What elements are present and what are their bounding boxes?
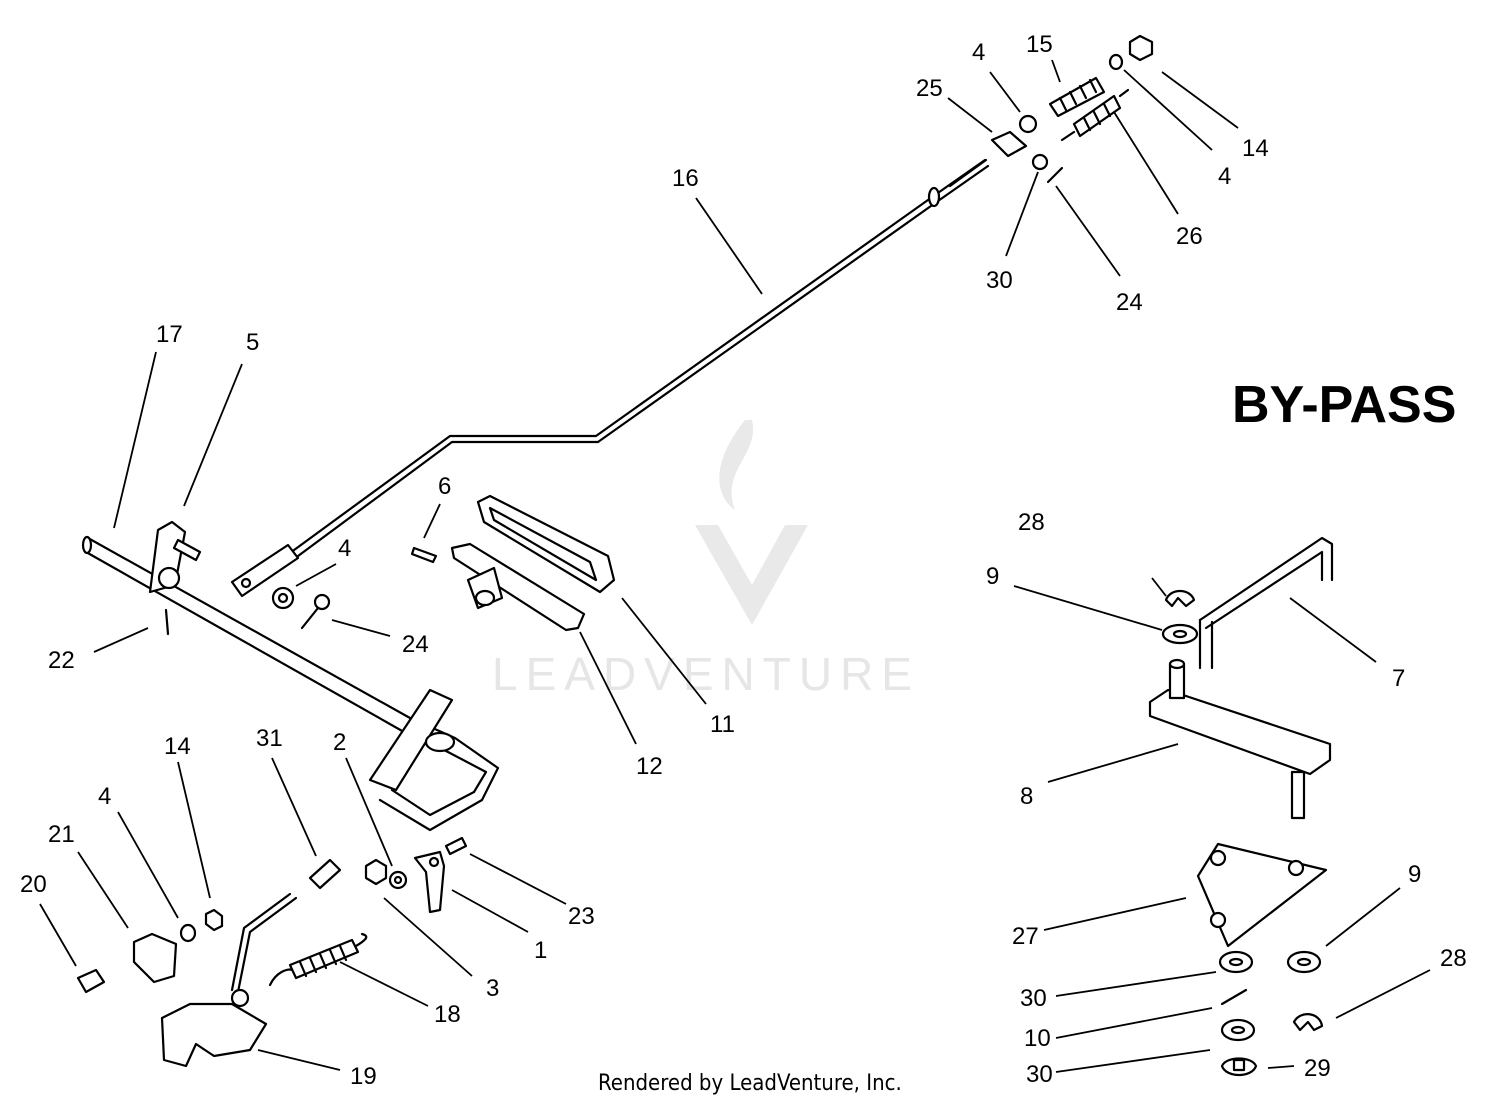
pin-24-top <box>1046 166 1064 184</box>
callout-3: 3 <box>486 975 499 1002</box>
callout-14-top: 14 <box>1242 135 1269 162</box>
hairpin-24-clevis <box>300 593 331 630</box>
callout-30-bottom: 30 <box>1026 1061 1053 1088</box>
washer-4-top-right <box>1108 53 1124 71</box>
nut-3 <box>364 858 388 886</box>
bracket-25 <box>990 130 1028 158</box>
pedal-pad-11 <box>476 494 616 594</box>
rod-7 <box>1198 536 1334 670</box>
callout-4-clevis: 4 <box>338 535 351 562</box>
bracket-1 <box>413 850 446 914</box>
callout-11: 11 <box>710 711 735 738</box>
callout-17: 17 <box>156 321 183 348</box>
clamp-21 <box>132 932 178 984</box>
pin-6 <box>410 546 438 564</box>
callout-30-top: 30 <box>986 267 1013 294</box>
callout-19: 19 <box>350 1063 377 1090</box>
spring-26 <box>1060 88 1130 142</box>
eclip-29 <box>1220 1057 1258 1077</box>
arm-8 <box>1148 658 1332 820</box>
watermark-text: LEADVENTURE <box>492 648 920 700</box>
callout-23: 23 <box>568 903 595 930</box>
nut-14-top <box>1128 34 1154 62</box>
leadventure-watermark-logo: LEADVENTURE <box>492 420 920 700</box>
pedal-12 <box>450 542 586 632</box>
spring-15 <box>1048 76 1106 118</box>
callout-25: 25 <box>916 75 943 102</box>
spacer-31 <box>308 858 342 890</box>
leader-lines <box>39 59 1431 1073</box>
callout-4-clamp: 4 <box>98 783 111 810</box>
rod-16 <box>230 158 990 598</box>
callout-26: 26 <box>1176 223 1203 250</box>
callout-28-bottom: 28 <box>1440 945 1467 972</box>
plate-27 <box>1196 842 1328 948</box>
callout-31: 31 <box>256 725 283 752</box>
eclip-28-top <box>1164 589 1196 608</box>
callout-30-mid: 30 <box>1020 985 1047 1012</box>
callout-4-top-right: 4 <box>1218 163 1231 190</box>
callout-22: 22 <box>48 647 75 674</box>
callout-16: 16 <box>672 165 699 192</box>
callout-15: 15 <box>1026 31 1053 58</box>
bolt-20 <box>76 968 106 994</box>
callout-12: 12 <box>636 753 663 780</box>
callout-4-top-left: 4 <box>972 39 985 66</box>
callout-1: 1 <box>534 937 547 964</box>
callout-27: 27 <box>1012 923 1039 950</box>
threaded-end <box>948 158 988 188</box>
callout-29: 29 <box>1304 1055 1331 1082</box>
callout-28-top: 28 <box>1018 509 1045 536</box>
callout-8: 8 <box>1020 783 1033 810</box>
pin-10 <box>1220 988 1248 1006</box>
washer-4-top-left <box>1018 114 1038 134</box>
callout-24-clevis: 24 <box>402 631 429 658</box>
callout-7: 7 <box>1392 665 1405 692</box>
callout-9-bottom: 9 <box>1408 861 1421 888</box>
bolt-23 <box>444 836 468 856</box>
lever-19 <box>160 892 298 1068</box>
washer-30-top <box>1031 153 1049 171</box>
callout-21: 21 <box>48 821 75 848</box>
callout-10: 10 <box>1024 1025 1051 1052</box>
callout-numbers: 1 2 3 4 4 4 4 5 6 7 8 9 9 10 11 12 14 14… <box>20 31 1467 1090</box>
eclip-28-bottom <box>1292 1013 1324 1032</box>
render-credit: Rendered by LeadVenture, Inc. <box>598 1071 902 1096</box>
callout-24-top: 24 <box>1116 289 1143 316</box>
callout-6: 6 <box>438 473 451 500</box>
nut-14-clamp <box>204 908 224 932</box>
callout-14-clamp: 14 <box>164 733 191 760</box>
callout-2: 2 <box>333 729 346 756</box>
bracket-5 <box>148 520 202 594</box>
diagram-title: BY-PASS <box>1232 376 1456 434</box>
pin-22 <box>164 608 170 636</box>
callout-9-top: 9 <box>986 563 999 590</box>
spring-18 <box>268 932 368 987</box>
washer-4-clamp <box>179 923 197 943</box>
callout-5: 5 <box>246 329 259 356</box>
callout-18: 18 <box>434 1001 461 1028</box>
callout-20: 20 <box>20 871 47 898</box>
pedal-shaft-17 <box>81 535 500 832</box>
